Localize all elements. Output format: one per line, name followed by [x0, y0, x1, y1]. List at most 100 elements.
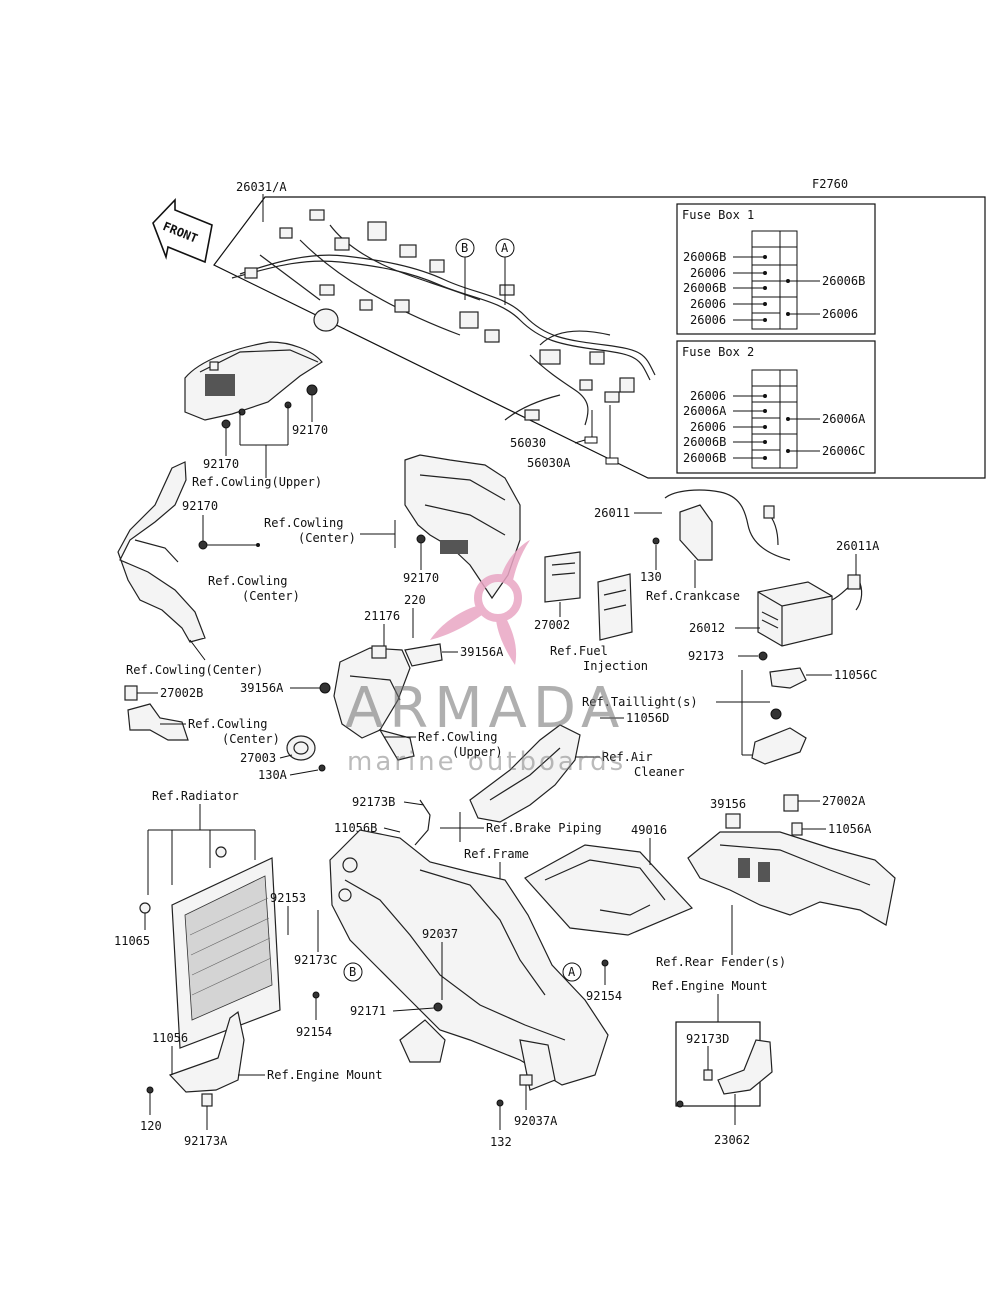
part-92171-label: 92171 [350, 1004, 386, 1018]
svg-text:A: A [501, 241, 509, 255]
engine-mount-bracket-right [676, 1039, 773, 1108]
part-130a-label: 130A [258, 768, 288, 782]
part-27002b-label: 27002B [160, 686, 203, 700]
part-39156-label: 39156 [710, 797, 746, 811]
part-92173c-label: 92173C [294, 953, 337, 967]
relay-27002a-icon [783, 794, 799, 812]
cowling-upper-part [184, 341, 323, 429]
svg-text:A: A [568, 965, 576, 979]
ref-cowling-center-1: Ref.Cowling [208, 574, 287, 588]
relay-27002b-part [124, 685, 189, 741]
svg-text:26006B: 26006B [683, 250, 726, 264]
part-92173-icon [758, 651, 768, 661]
part-92173a-label: 92173A [184, 1134, 228, 1148]
part-26031a-label: 26031/A [236, 180, 287, 194]
brake-pipe-clamp [414, 799, 431, 846]
ref-cowling-upper-2: Ref.Cowling [418, 730, 497, 744]
part-27002-label: 27002 [534, 618, 570, 632]
svg-text:Cleaner: Cleaner [634, 765, 685, 779]
ecu-27002-part [544, 551, 581, 603]
radiator-part [139, 846, 281, 1049]
figure-code: F2760 [812, 177, 848, 191]
svg-text:(Center): (Center) [298, 531, 356, 545]
rear-fender-part [687, 831, 896, 926]
cowling-center-middle-part [404, 454, 521, 600]
part-56030a-label: 56030A [527, 456, 571, 470]
part-21176-label: 21176 [364, 609, 400, 623]
ref-cowling-center-2: Ref.Cowling [264, 516, 343, 530]
part-92173-label: 92173 [688, 649, 724, 663]
part-11056a-label: 11056A [828, 822, 872, 836]
callout-b: B [455, 238, 475, 300]
part-92173d-label: 92173D [686, 1032, 729, 1046]
ref-rear-fender: Ref.Rear Fender(s) [656, 955, 786, 969]
part-11056d-label: 11056D [626, 711, 669, 725]
svg-text:26006: 26006 [822, 307, 858, 321]
part-23062-label: 23062 [714, 1133, 750, 1147]
svg-text:B: B [461, 241, 468, 255]
ref-frame: Ref.Frame [464, 847, 529, 861]
svg-text:26006B: 26006B [683, 281, 726, 295]
part-11056-label: 11056 [152, 1031, 188, 1045]
part-11056c-label: 11056C [834, 668, 877, 682]
ref-brake-piping: Ref.Brake Piping [486, 821, 602, 835]
front-arrow-icon: FRONT [152, 198, 213, 264]
part-39156a-a-label: 39156A [460, 645, 504, 659]
svg-text:26006: 26006 [690, 266, 726, 280]
part-130-label: 130 [640, 570, 662, 584]
svg-text:B: B [349, 965, 356, 979]
fuel-injection-module-part [597, 573, 633, 641]
svg-text:Injection: Injection [583, 659, 648, 673]
ref-taillight: Ref.Taillight(s) [582, 695, 698, 709]
part-49016-label: 49016 [631, 823, 667, 837]
battery-26012-part [757, 581, 833, 647]
svg-text:26006A: 26006A [683, 404, 727, 418]
part-220-label: 220 [404, 593, 426, 607]
part-26011-label: 26011 [594, 506, 630, 520]
svg-text:26006A: 26006A [822, 412, 866, 426]
part-56030-label: 56030 [510, 436, 546, 450]
part-92154-b-label: 92154 [296, 1025, 332, 1039]
callout-b-frame: B [343, 962, 363, 982]
part-39156a-b-label: 39156A [240, 681, 284, 695]
part-27003-label: 27003 [240, 751, 276, 765]
frame-part [329, 829, 609, 1091]
horn-27003-part [286, 735, 326, 772]
air-cleaner-duct-part [469, 724, 581, 823]
svg-text:26006: 26006 [690, 313, 726, 327]
main-wiring-harness [231, 209, 656, 426]
armada-watermark-logo [430, 540, 530, 665]
ref-engine-mount-2: Ref.Engine Mount [652, 979, 768, 993]
relay-39156-icon [725, 813, 741, 829]
part-92037-label: 92037 [422, 927, 458, 941]
part-92154-a-label: 92154 [586, 989, 622, 1003]
svg-text:26006C: 26006C [822, 444, 865, 458]
fuse-box-1-title: Fuse Box 1 [682, 208, 754, 222]
ref-air-cleaner: Ref.Air [602, 750, 653, 764]
part-92037a-label: 92037A [514, 1114, 558, 1128]
relay-26011a-part [831, 574, 863, 611]
fuse-box-2: Fuse Box 2 26006 26006A 26006 26006B 260… [676, 340, 876, 474]
callout-a: A [495, 238, 515, 305]
svg-text:26006B: 26006B [683, 435, 726, 449]
harness-outline [213, 196, 986, 479]
ref-radiator: Ref.Radiator [152, 789, 239, 803]
ref-crankcase: Ref.Crankcase [646, 589, 740, 603]
svg-text:26006B: 26006B [683, 451, 726, 465]
svg-text:26006: 26006 [690, 297, 726, 311]
part-120-label: 120 [140, 1119, 162, 1133]
svg-text:26006B: 26006B [822, 274, 865, 288]
part-11065-label: 11065 [114, 934, 150, 948]
part-92170-b-label: 92170 [203, 457, 239, 471]
part-92153-label: 92153 [270, 891, 306, 905]
fuse-box-1: Fuse Box 1 26006B 26006 26006B 26006 260… [676, 203, 876, 335]
tray-49016-part [524, 844, 694, 936]
svg-text:26006: 26006 [690, 389, 726, 403]
taillight-bracket-part [751, 667, 807, 765]
part-26011a-label: 26011A [836, 539, 880, 553]
svg-text:(Center): (Center) [222, 732, 280, 746]
part-26012-label: 26012 [689, 621, 725, 635]
part-92170-a-label: 92170 [292, 423, 328, 437]
